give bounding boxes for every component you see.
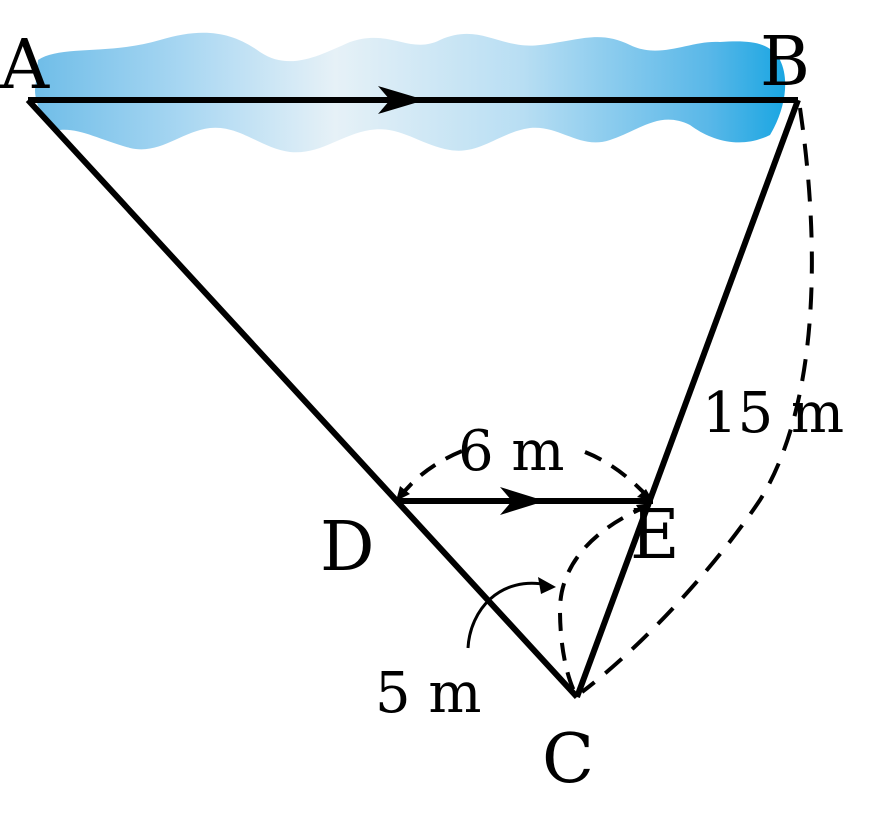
dimension-arc-ec: [557, 503, 651, 696]
pointer-5m-arrowhead: [538, 577, 556, 594]
dimension-arrow-e: [637, 489, 653, 501]
point-label-c: C: [542, 720, 594, 799]
arrowhead-de: [500, 487, 545, 515]
point-label-d: D: [320, 508, 375, 587]
dimension-arc-de-right: [584, 450, 650, 499]
dimension-arrow-ec: [636, 503, 652, 515]
dimension-arrow-d: [396, 486, 410, 501]
measurement-dc: 5 m: [375, 661, 482, 726]
measurement-de: 6 m: [458, 419, 565, 484]
measurement-bc: 15 m: [702, 381, 844, 446]
line-ac: [25, 97, 580, 700]
river: [35, 32, 786, 153]
line-bc: [574, 98, 801, 699]
point-label-a: A: [0, 26, 50, 105]
point-label-e: E: [630, 496, 680, 575]
dimension-arc-de: [398, 446, 471, 499]
point-label-b: B: [760, 23, 810, 102]
arrowhead-ab: [378, 86, 425, 114]
pointer-5m: [466, 581, 549, 649]
